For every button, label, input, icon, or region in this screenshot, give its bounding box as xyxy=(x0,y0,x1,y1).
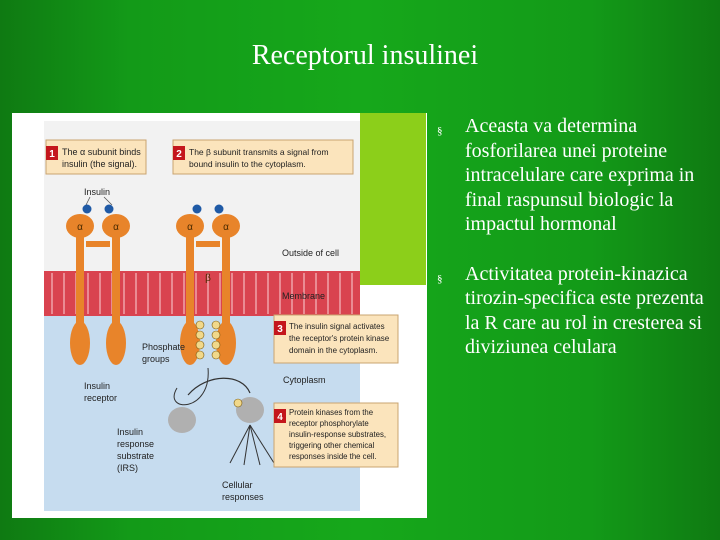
step4-line2: receptor phosphorylate xyxy=(289,419,369,428)
step3-line3: domain in the cytoplasm. xyxy=(289,346,378,355)
step3-number: 3 xyxy=(277,324,283,335)
step4-badge xyxy=(274,409,286,423)
activation-arrow xyxy=(187,377,251,396)
insulin-label: Insulin xyxy=(84,187,110,197)
cellular-label-2: responses xyxy=(222,492,264,502)
step2-box xyxy=(172,139,354,175)
receptor-label-2: receptor xyxy=(84,393,117,403)
step4-line4: triggering other chemical xyxy=(289,441,375,450)
phosphate-label-1: Phosphate xyxy=(142,342,185,352)
right-receptor: α α β xyxy=(176,204,240,365)
bullet-marker-icon: § xyxy=(437,125,443,137)
step2-badge xyxy=(173,146,185,160)
phosphate-label-2: groups xyxy=(142,354,170,364)
step2-line2: bound insulin to the cytoplasm. xyxy=(189,159,306,169)
step4-box xyxy=(273,402,399,468)
step4-line1: Protein kinases from the xyxy=(289,408,373,417)
irs-label-1: Insulin xyxy=(117,427,143,437)
slide-title: Receptorul insulinei xyxy=(251,40,479,71)
step2-number: 2 xyxy=(176,149,182,160)
insulin-molecule xyxy=(82,204,92,214)
svg-text:α: α xyxy=(113,222,119,233)
step4-number: 4 xyxy=(277,412,283,423)
cellular-label-1: Cellular xyxy=(222,480,253,490)
step4-line3: insulin-response substrates, xyxy=(289,430,386,439)
phosphorylated-irs xyxy=(236,397,264,423)
green-accent-block xyxy=(360,113,426,285)
outside-cell-label: Outside of cell xyxy=(282,248,339,258)
bullet-marker-icon: § xyxy=(437,272,443,285)
bullet-item: § Aceasta va determina fosforilarea unei… xyxy=(437,114,707,237)
insulin-receptor-figure: 1 The α subunit binds insulin (the signa… xyxy=(12,113,427,518)
bullet-text: Aceasta va determina fosforilarea unei p… xyxy=(465,115,695,235)
bullet-item: § Activitatea protein-kinazica tirozin-s… xyxy=(437,262,707,360)
membrane-label: Membrane xyxy=(282,291,325,301)
step4-line5: responses inside the cell. xyxy=(289,452,377,461)
cytoplasm-label: Cytoplasm xyxy=(283,375,326,385)
step1-line1: The α subunit binds xyxy=(62,147,141,157)
step3-line1: The insulin signal activates xyxy=(289,322,385,331)
step3-line2: the receptor's protein kinase xyxy=(289,334,390,343)
svg-text:β: β xyxy=(205,273,211,284)
step1-badge xyxy=(46,146,58,160)
insulin-molecule xyxy=(192,204,202,214)
step1-box xyxy=(45,139,147,175)
bullet-text: Activitatea protein-kinazica tirozin-spe… xyxy=(465,262,704,359)
insulin-molecule xyxy=(104,204,114,214)
svg-text:α: α xyxy=(77,222,83,233)
bullet-list: § Aceasta va determina fosforilarea unei… xyxy=(437,114,707,385)
step1-line2: insulin (the signal). xyxy=(62,159,137,169)
step1-number: 1 xyxy=(49,149,55,160)
receptor-label-1: Insulin xyxy=(84,381,110,391)
response-arrows xyxy=(229,424,275,466)
cell-membrane xyxy=(44,271,360,316)
insulin-receptor-diagram: 1 The α subunit binds insulin (the signa… xyxy=(44,121,422,511)
step3-box xyxy=(273,314,399,364)
irs-label-4: (IRS) xyxy=(117,463,138,473)
irs-label-2: response xyxy=(117,439,154,449)
phosphate-groups xyxy=(195,320,221,360)
step2-line1: The β subunit transmits a signal from xyxy=(189,147,329,157)
step3-badge xyxy=(274,321,286,335)
svg-text:α: α xyxy=(223,222,229,233)
irs-molecule xyxy=(168,407,196,433)
irs-label-3: substrate xyxy=(117,451,154,461)
insulin-molecule xyxy=(214,204,224,214)
left-receptor: α α xyxy=(66,204,130,365)
svg-text:α: α xyxy=(187,222,193,233)
